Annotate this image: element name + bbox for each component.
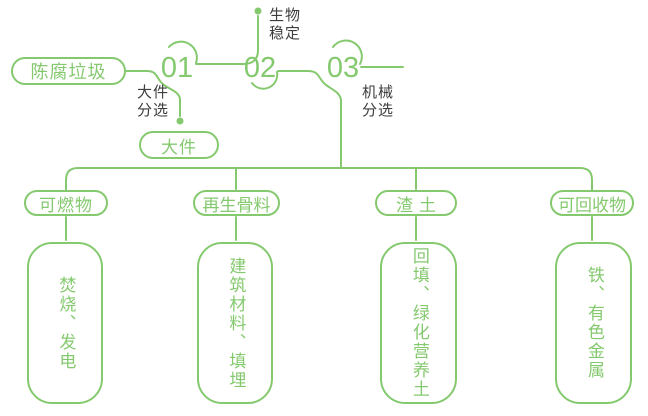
bulky-output-node: 大件: [139, 131, 219, 159]
bulky-sorting-label: 大件 分选: [137, 84, 170, 119]
result-text: 建筑材料、填埋: [226, 256, 246, 390]
result-box-combustible: 焚烧、发电: [27, 242, 103, 404]
result-box-recycled-aggregate: 建筑材料、填埋: [197, 242, 273, 404]
source-label: 陈腐垃圾: [30, 62, 107, 82]
result-box-recyclable: 铁、有色金属: [555, 242, 632, 404]
branch-label: 再生骨料: [202, 195, 271, 215]
bulky-branch-dot: [176, 117, 184, 125]
branch-node-combustible: 可燃物: [24, 190, 108, 216]
step2-arc: [251, 71, 279, 90]
result-text: 焚烧、发电: [56, 275, 76, 371]
step-number-02: 02: [243, 52, 277, 84]
distribution-tree-line: [65, 167, 593, 191]
mechanical-sorting-label: 机械 分选: [362, 84, 395, 119]
branch-node-recyclable: 可回收物: [550, 190, 634, 216]
result-box-slag-soil: 回填、绿化营养土: [380, 242, 457, 404]
step-number-03: 03: [326, 52, 360, 84]
branch-node-recycled-aggregate: 再生骨料: [193, 190, 280, 216]
branch-label: 可回收物: [558, 195, 626, 215]
result-text: 回填、绿化营养土: [409, 247, 429, 399]
branch-node-slag-soil: 渣土: [375, 190, 457, 216]
bio-stabilization-label: 生物 稳定: [269, 7, 302, 42]
bio-input-dot: [254, 7, 262, 15]
step-number-01: 01: [160, 52, 194, 84]
source-node: 陈腐垃圾: [11, 57, 126, 85]
flow-line-step2-step3-and-drop: [277, 70, 342, 169]
result-text: 铁、有色金属: [584, 266, 604, 380]
step3-arc: [332, 39, 363, 65]
bulky-output-label: 大件: [161, 137, 197, 157]
step1-arc: [168, 40, 198, 64]
flow-line-source-to-bulky: [125, 70, 181, 117]
branch-label: 渣土: [396, 195, 442, 215]
branch-label: 可燃物: [39, 195, 93, 215]
flow-line-step1-step2-and-bio-riser: [195, 15, 259, 65]
